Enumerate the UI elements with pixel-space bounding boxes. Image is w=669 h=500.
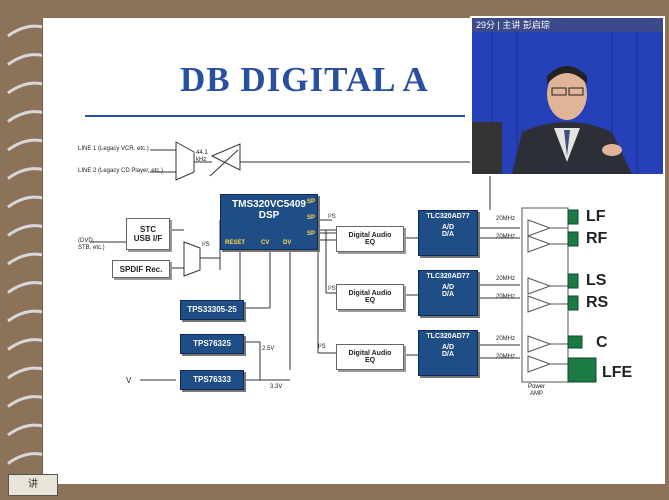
stc-usb-box: STC USB I/F [126,218,170,250]
codec-ad: A/D [441,284,455,291]
dsp-sp2-label: SP [306,215,315,221]
dsp-box: TMS320VC5409 DSP RESET CV DV SP SP SP [220,194,318,250]
dsp-type: DSP [258,210,280,221]
lecture-logo-button[interactable]: 讲 [8,474,58,496]
dsp-sp3-label: SP [306,231,315,237]
regulator-3: TPS76333 [180,370,244,390]
freq-label-4: 20MHz [496,294,516,300]
codec-da: D/A [441,351,455,358]
i2s-label-2: I²S [328,286,336,292]
channel-rf: RF [586,230,608,247]
channel-c: C [596,334,608,351]
freq-label-3: 20MHz [496,276,516,282]
codec-ad: A/D [441,224,455,231]
i2s-label-3: I²S [318,344,326,350]
voltage-33: 3.3V [270,384,283,390]
channel-rs: RS [586,294,609,311]
dvd-input-label: (DVD, STB, etc.) [78,238,105,251]
spdif-box: SPDIF Rec. [112,260,170,278]
codec-name: TLC320AD77 [426,333,470,340]
dsp-name: TMS320VC5409 [232,199,306,210]
vin-label: V [126,376,132,385]
video-overlay-text: 29分 | 主讲 彭启琮 [472,18,663,32]
codec-name: TLC320AD77 [426,213,470,220]
dsp-sp1-label: SP [306,199,315,205]
channel-ls: LS [586,272,607,289]
channel-lf: LF [586,208,606,225]
codec-da: D/A [441,231,455,238]
voltage-25: 2.5V [262,346,275,352]
freq-label-2: 20MHz [496,234,516,240]
codec-ad: A/D [441,344,455,351]
speaker-icons [567,209,597,383]
codec-box-3: TLC320AD77 A/D D/A [418,330,478,376]
eq-box-1: Digital Audio EQ [336,226,404,252]
eq-box-3: Digital Audio EQ [336,344,404,370]
line1-label: LINE 1 (Legacy VCR, etc.) [78,146,149,152]
slide-title: DB DIGITAL A [180,60,429,99]
regulator-1: TPS33305-25 [180,300,244,320]
eq-box-2: Digital Audio EQ [336,284,404,310]
channel-lfe: LFE [602,364,633,381]
codec-box-2: TLC320AD77 A/D D/A [418,270,478,316]
dsp-cvdd-label: CV [261,240,270,246]
regulator-2: TPS76325 [180,334,244,354]
codec-name: TLC320AD77 [426,273,470,280]
mux-freq-label: 44.1 kHz [196,150,208,163]
title-underline [85,115,465,117]
lecturer-video: 29分 | 主讲 彭启琮 [470,16,665,176]
i2s-mux-label: I²S [202,242,210,248]
block-diagram: LINE 1 (Legacy VCR, etc.) LINE 2 (Legacy… [70,130,633,420]
freq-label-6: 20MHz [496,354,516,360]
codec-da: D/A [441,291,455,298]
dsp-reset-label: RESET [225,240,246,246]
freq-label-5: 20MHz [496,336,516,342]
i2s-label-1: I²S [328,214,336,220]
power-amp-stack [521,207,569,383]
freq-label-1: 20MHz [496,216,516,222]
power-amp-label: Power AMP [528,384,546,397]
diagram-wires [90,141,520,381]
lecturer-figure [472,32,663,174]
codec-box-1: TLC320AD77 A/D D/A [418,210,478,256]
line2-label: LINE 2 (Legacy CD Player, etc.) [78,168,164,174]
dsp-dvdd-label: DV [283,240,292,246]
